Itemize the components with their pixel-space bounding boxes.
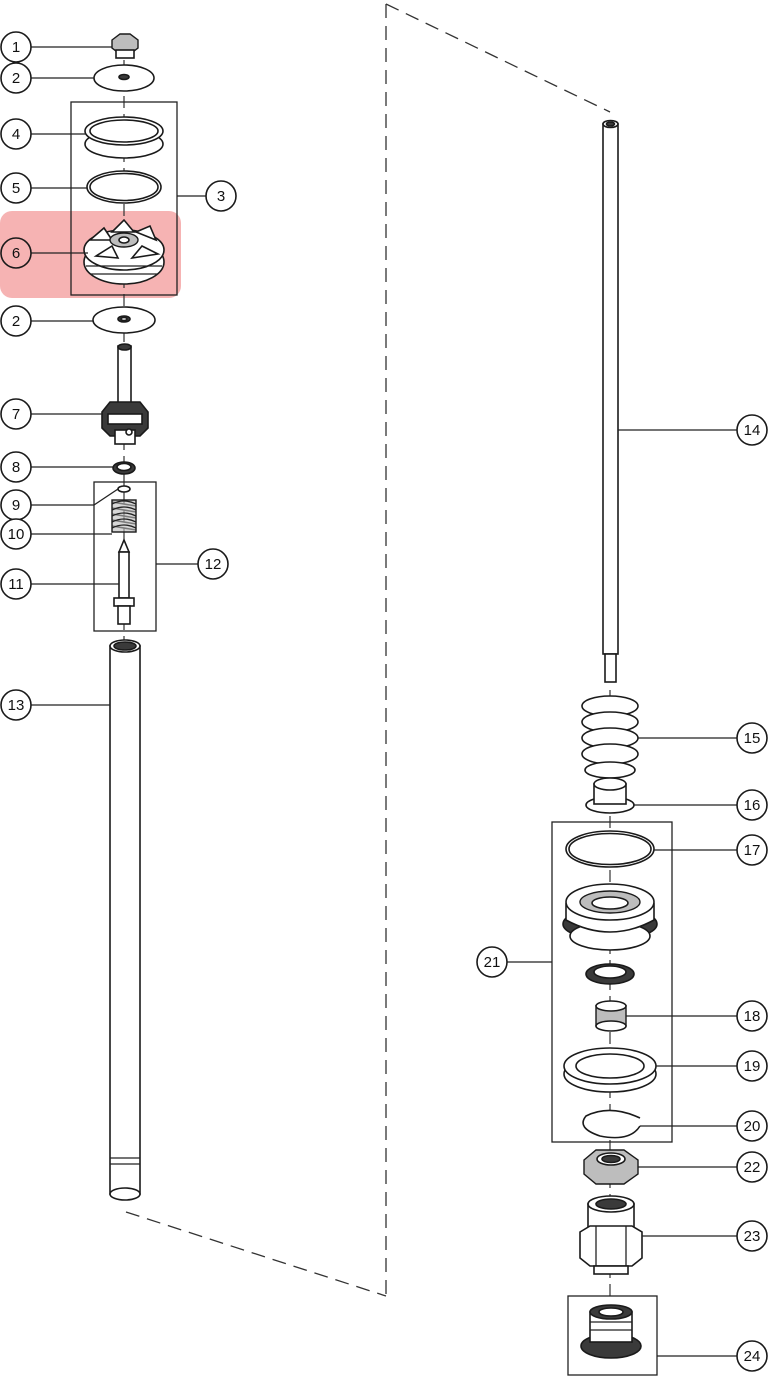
svg-text:22: 22 bbox=[744, 1159, 761, 1176]
callout-9[interactable]: 9 bbox=[0, 489, 32, 521]
callout-1[interactable]: 1 bbox=[0, 31, 32, 63]
svg-text:12: 12 bbox=[205, 556, 222, 573]
part-seal bbox=[585, 963, 635, 985]
svg-text:7: 7 bbox=[12, 406, 20, 423]
part-19-washer bbox=[563, 1047, 657, 1093]
callout-22[interactable]: 22 bbox=[736, 1151, 768, 1183]
svg-text:5: 5 bbox=[12, 180, 20, 197]
callout-3[interactable]: 3 bbox=[205, 180, 237, 212]
callout-24[interactable]: 24 bbox=[736, 1340, 768, 1372]
callout-2-bottom[interactable]: 2 bbox=[0, 305, 32, 337]
part-5-o-ring bbox=[86, 170, 162, 204]
svg-text:10: 10 bbox=[8, 526, 25, 543]
part-15-spring bbox=[581, 695, 639, 779]
right-assembly bbox=[551, 119, 673, 1376]
svg-text:23: 23 bbox=[744, 1228, 761, 1245]
svg-text:15: 15 bbox=[744, 730, 761, 747]
part-2-washer-top bbox=[93, 64, 155, 92]
part-4-ring bbox=[84, 116, 164, 159]
part-24-cap bbox=[580, 1304, 642, 1359]
callout-18[interactable]: 18 bbox=[736, 1000, 768, 1032]
svg-text:18: 18 bbox=[744, 1008, 761, 1025]
part-1-hex-bolt bbox=[111, 33, 139, 59]
svg-text:6: 6 bbox=[12, 245, 20, 262]
svg-text:13: 13 bbox=[8, 697, 25, 714]
svg-text:20: 20 bbox=[744, 1118, 761, 1135]
svg-text:2: 2 bbox=[12, 313, 20, 330]
callout-12[interactable]: 12 bbox=[197, 548, 229, 580]
svg-text:17: 17 bbox=[744, 842, 761, 859]
callout-19[interactable]: 19 bbox=[736, 1050, 768, 1082]
group-box-21 bbox=[551, 821, 673, 1143]
group-box-24 bbox=[567, 1295, 658, 1376]
callout-21[interactable]: 21 bbox=[476, 946, 508, 978]
callout-17[interactable]: 17 bbox=[736, 834, 768, 866]
callout-15[interactable]: 15 bbox=[736, 722, 768, 754]
callout-7[interactable]: 7 bbox=[0, 398, 32, 430]
part-13-tube bbox=[109, 639, 141, 1201]
group-box-3 bbox=[70, 101, 178, 296]
part-8-small-ring bbox=[112, 461, 136, 475]
part-17-o-ring bbox=[565, 830, 655, 868]
part-6-impeller bbox=[83, 218, 165, 285]
svg-text:1: 1 bbox=[12, 39, 20, 56]
svg-text:8: 8 bbox=[12, 459, 20, 476]
part-2-washer-bottom bbox=[92, 306, 156, 334]
group-box-12 bbox=[93, 481, 157, 632]
svg-text:19: 19 bbox=[744, 1058, 761, 1075]
part-21-housing bbox=[562, 883, 658, 951]
callout-13[interactable]: 13 bbox=[0, 689, 32, 721]
svg-text:24: 24 bbox=[744, 1348, 761, 1365]
part-18-bushing bbox=[595, 1000, 627, 1032]
left-assembly bbox=[70, 33, 178, 1201]
callout-10[interactable]: 10 bbox=[0, 518, 32, 550]
callout-14[interactable]: 14 bbox=[736, 414, 768, 446]
svg-text:11: 11 bbox=[8, 576, 24, 593]
callout-2-top[interactable]: 2 bbox=[0, 62, 32, 94]
svg-text:2: 2 bbox=[12, 70, 20, 87]
svg-text:3: 3 bbox=[217, 188, 225, 205]
svg-text:14: 14 bbox=[744, 422, 761, 439]
callout-11[interactable]: 11 bbox=[0, 568, 32, 600]
callout-5[interactable]: 5 bbox=[0, 172, 32, 204]
leader-lines bbox=[31, 46, 737, 1357]
callout-8[interactable]: 8 bbox=[0, 451, 32, 483]
part-11-pin bbox=[113, 537, 135, 625]
callout-20[interactable]: 20 bbox=[736, 1110, 768, 1142]
svg-text:4: 4 bbox=[12, 126, 20, 143]
svg-text:9: 9 bbox=[12, 497, 20, 514]
part-10-spring bbox=[111, 499, 137, 533]
svg-text:21: 21 bbox=[484, 954, 501, 971]
svg-text:16: 16 bbox=[744, 797, 761, 814]
part-20-snap-ring bbox=[582, 1109, 641, 1139]
callout-16[interactable]: 16 bbox=[736, 789, 768, 821]
connection-dashed-line bbox=[125, 3, 611, 1297]
part-7-stem-nut bbox=[101, 343, 149, 445]
callout-23[interactable]: 23 bbox=[736, 1220, 768, 1252]
part-16-bushing bbox=[585, 777, 635, 814]
part-9-clip bbox=[117, 485, 131, 493]
callout-4[interactable]: 4 bbox=[0, 118, 32, 150]
callout-6[interactable]: 6 bbox=[0, 237, 32, 269]
part-14-rod bbox=[602, 119, 619, 683]
part-22-hex-nut bbox=[583, 1149, 639, 1185]
part-23-fitting bbox=[579, 1195, 643, 1275]
